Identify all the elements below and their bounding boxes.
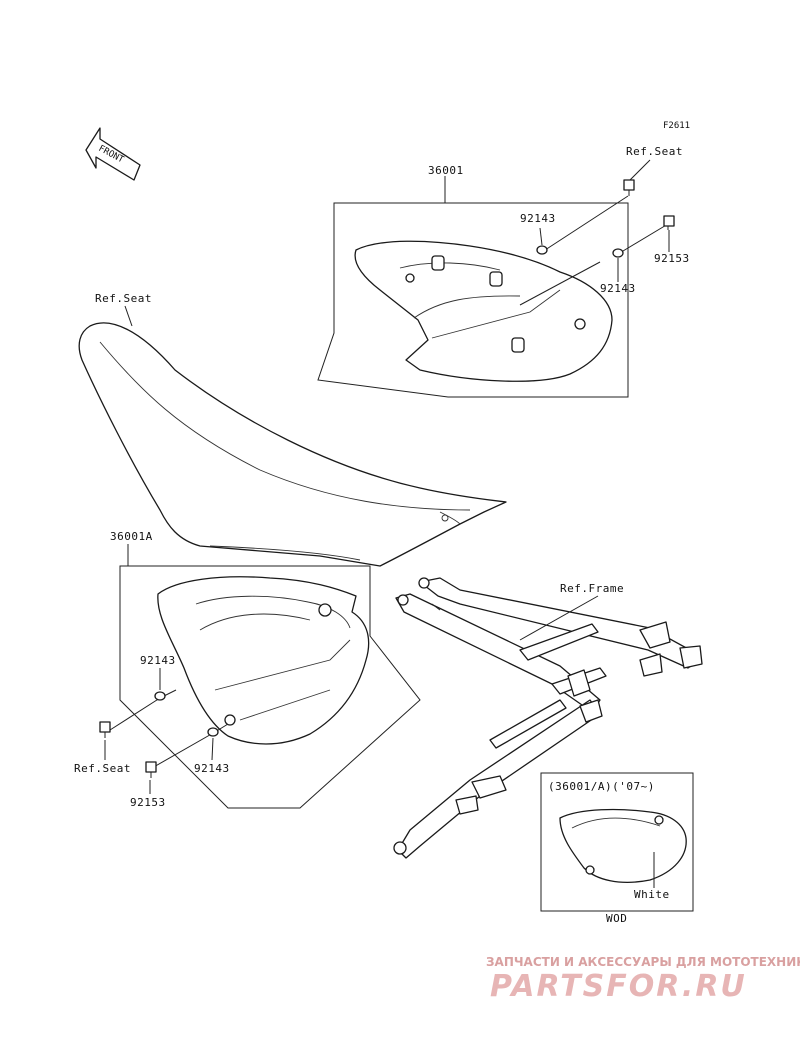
- label-part-36001A: 36001A: [110, 530, 153, 543]
- label-ref-seat-top-right: Ref.Seat: [626, 145, 683, 158]
- seat-reference: [78, 322, 507, 567]
- diagram-code: F2611: [663, 121, 690, 131]
- bolt-icon: [663, 215, 675, 230]
- watermark-logo: ЗАПЧАСТИ И АКСЕССУАРЫ ДЛЯ МОТОТЕХНИКИ PA…: [486, 955, 800, 1004]
- label-part-36001: 36001: [428, 164, 464, 177]
- label-ref-frame: Ref.Frame: [560, 582, 624, 595]
- label-part-92143-c: 92143: [140, 654, 176, 667]
- label-part-92143-d: 92143: [194, 762, 230, 775]
- right-side-cover-group: [317, 176, 675, 398]
- inset-title: (36001/A)('07~): [548, 780, 655, 793]
- inset-code: WOD: [606, 912, 627, 925]
- label-part-92153-a: 92153: [654, 252, 690, 265]
- washer-icon: [154, 691, 166, 701]
- label-part-92143-b: 92143: [600, 282, 636, 295]
- frame-reference: [393, 577, 703, 859]
- inset-side-cover: [559, 808, 687, 883]
- label-ref-seat-left: Ref.Seat: [74, 762, 131, 775]
- washer-icon: [536, 245, 548, 255]
- right-side-cover: [354, 240, 613, 382]
- washer-icon: [612, 248, 624, 258]
- watermark-tagline: ЗАПЧАСТИ И АКСЕССУАРЫ ДЛЯ МОТОТЕХНИКИ: [486, 955, 800, 969]
- washer-icon: [207, 727, 219, 737]
- watermark-brand: PARTSFOR.RU: [490, 969, 747, 1004]
- inset-color-label: White: [634, 888, 670, 901]
- label-ref-seat-main: Ref.Seat: [95, 292, 152, 305]
- label-part-92143-a: 92143: [520, 212, 556, 225]
- right-cover-bracket: [317, 202, 629, 398]
- front-arrow-icon: FRONT: [85, 127, 141, 181]
- seat: [78, 322, 507, 567]
- left-cover-bracket: [119, 565, 421, 809]
- left-side-cover: [157, 576, 370, 745]
- left-side-cover-group: [99, 544, 421, 809]
- bolt-icon: [99, 721, 111, 738]
- variant-inset: (36001/A)('07~) White: [540, 772, 694, 912]
- label-part-92153-b: 92153: [130, 796, 166, 809]
- inset-frame: [540, 772, 694, 912]
- bolt-icon: [623, 179, 635, 196]
- bolt-icon: [145, 761, 157, 778]
